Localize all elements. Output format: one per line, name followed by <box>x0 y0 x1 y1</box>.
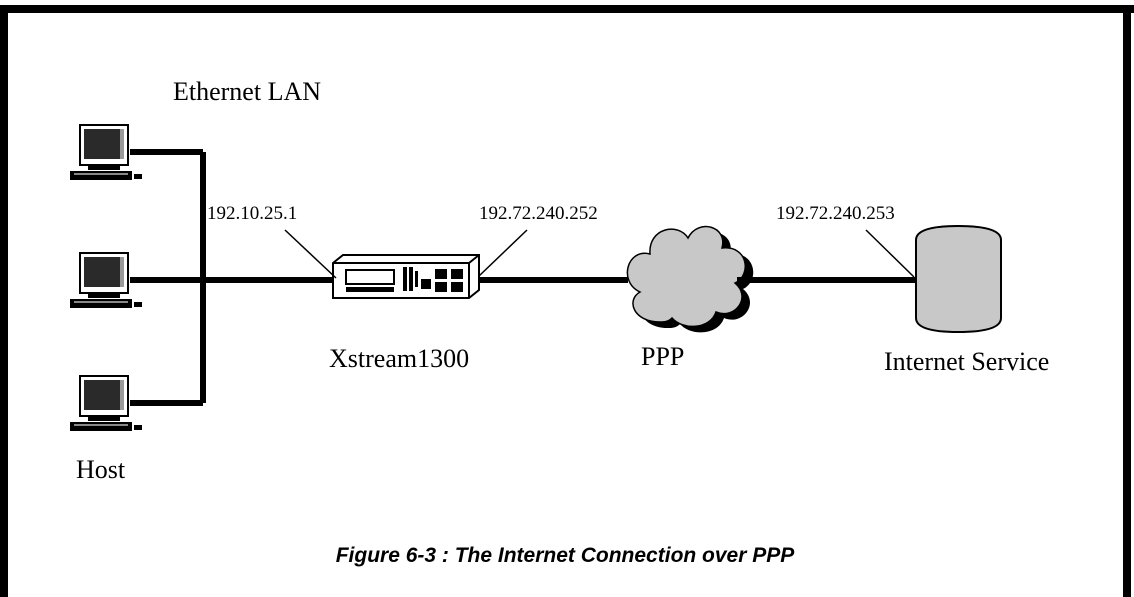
internet-service-cylinder-icon <box>915 224 1002 334</box>
host-computer-icon <box>70 124 142 180</box>
internet-service-label: Internet Service <box>884 347 1049 376</box>
isp-ip-label: 192.72.240.253 <box>776 203 895 224</box>
ppp-cloud-icon <box>626 225 754 333</box>
lan-ip-label: 192.10.25.1 <box>207 203 297 224</box>
figure-caption: Figure 6-3 : The Internet Connection ove… <box>336 544 796 567</box>
lan-ip-pointer <box>284 229 337 279</box>
wan-ip-label: 192.72.240.252 <box>479 203 598 224</box>
router-icon <box>332 254 480 299</box>
ethernet-lan-label: Ethernet LAN <box>173 77 321 106</box>
ppp-label: PPP <box>641 342 684 371</box>
wan-ip-pointer <box>478 229 528 277</box>
host-computer-icon <box>70 375 142 431</box>
isp-ip-pointer <box>865 229 915 278</box>
router-label: Xstream1300 <box>329 344 469 373</box>
host-label: Host <box>76 455 126 484</box>
host-computer-icon <box>70 252 142 308</box>
lan-bus <box>130 149 333 406</box>
diagram-border <box>0 5 1134 597</box>
